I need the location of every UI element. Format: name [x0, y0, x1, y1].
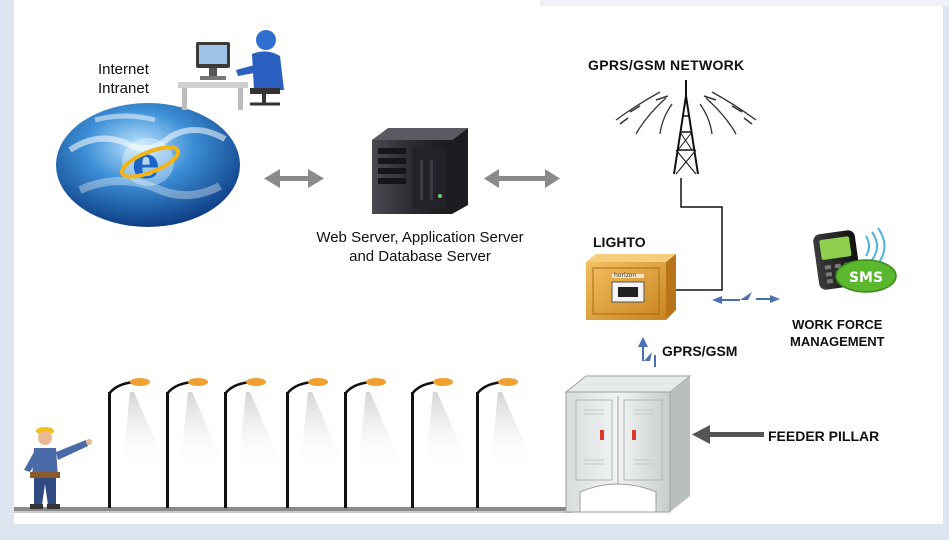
- sms-badge-text: SMS: [849, 270, 883, 286]
- gprs-gsm-label: GPRS/GSM: [662, 343, 738, 359]
- ground-line: [14, 507, 574, 511]
- lighto-controller-icon: horizon: [586, 254, 676, 320]
- browser-logo-icon: e: [119, 138, 181, 189]
- worker-icon: [24, 427, 92, 509]
- svg-text:e: e: [132, 138, 160, 189]
- street-lights-group: [107, 378, 536, 508]
- intranet-label: Intranet: [98, 80, 149, 97]
- left-frame: [0, 0, 14, 540]
- server-label: Web Server, Application Server and Datab…: [290, 228, 550, 266]
- street-light-icon: [410, 378, 471, 508]
- lighto-label: LIGHTO: [593, 234, 646, 250]
- globe-icon: [56, 103, 240, 227]
- right-frame: [943, 0, 949, 540]
- gprs-uplink-icon: [638, 337, 656, 367]
- wireless-link-icon: [712, 292, 780, 304]
- feeder-pillar-arrow: [692, 425, 764, 444]
- street-light-icon: [107, 378, 168, 508]
- internet-intranet-label: Internet Intranet: [98, 60, 149, 98]
- computer-user-icon: [178, 30, 284, 110]
- street-light-icon: [223, 378, 284, 508]
- workforce-label-line2: MANAGEMENT: [790, 334, 885, 349]
- ground-shadow: [14, 511, 574, 513]
- feeder-pillar-label: FEEDER PILLAR: [768, 428, 880, 444]
- network-connection-line: [671, 178, 723, 291]
- feeder-pillar-icon: [564, 375, 692, 513]
- signal-waves-icon: [615, 91, 757, 135]
- server-label-line1: Web Server, Application Server: [316, 229, 524, 246]
- antenna-tower-icon: [673, 80, 699, 175]
- street-light-icon: [285, 378, 346, 508]
- server-label-line2: and Database Server: [349, 248, 491, 265]
- double-arrow-left: [264, 169, 324, 188]
- street-light-icon: [475, 378, 536, 508]
- street-light-icon: [343, 378, 404, 508]
- internet-label: Internet: [98, 61, 149, 78]
- double-arrow-right: [484, 169, 560, 188]
- gprs-network-label: GPRS/GSM NETWORK: [588, 57, 745, 73]
- mobile-phone-sms-icon: SMS: [813, 227, 897, 293]
- work-force-management-label: WORK FORCE MANAGEMENT: [790, 316, 885, 350]
- top-frame: [540, 0, 949, 6]
- street-light-icon: [165, 378, 226, 508]
- bottom-frame: [0, 524, 949, 540]
- server-icon: [372, 128, 468, 214]
- workforce-label-line1: WORK FORCE: [792, 317, 883, 332]
- panel-brand-text: horizon: [614, 272, 636, 279]
